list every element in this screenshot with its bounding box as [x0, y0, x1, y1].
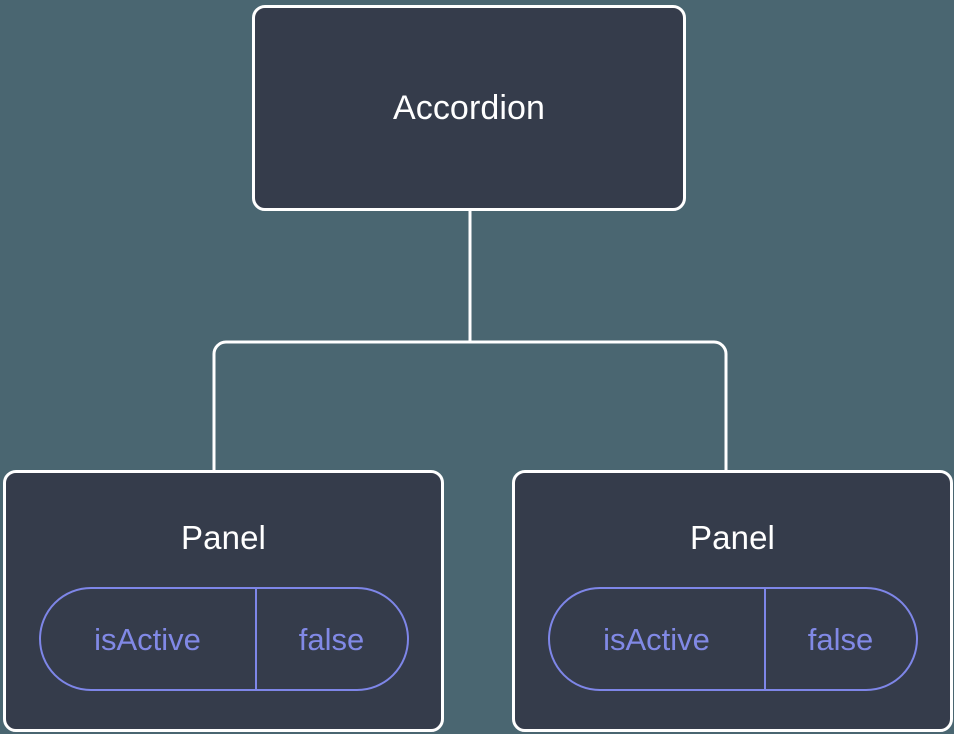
node-panel-left-title: Panel [181, 519, 266, 556]
prop-value: false [298, 621, 365, 657]
prop-key: isActive [41, 589, 257, 689]
prop-key: isActive [550, 589, 766, 689]
edge-accordion-to-panel-right [468, 211, 728, 472]
node-accordion-title: Accordion [392, 89, 546, 127]
node-accordion[interactable]: Accordion [252, 5, 686, 211]
node-panel-left[interactable]: Panel isActive false [3, 470, 444, 732]
node-panel-right-title: Panel [690, 519, 775, 556]
node-panel-right[interactable]: Panel isActive false [512, 470, 953, 732]
prop-value: false [807, 621, 874, 657]
node-panel-left-prop-isactive[interactable]: isActive false [38, 587, 409, 691]
node-panel-right-prop-isactive[interactable]: isActive false [547, 587, 918, 691]
edge-accordion-to-panel-left [212, 211, 472, 472]
